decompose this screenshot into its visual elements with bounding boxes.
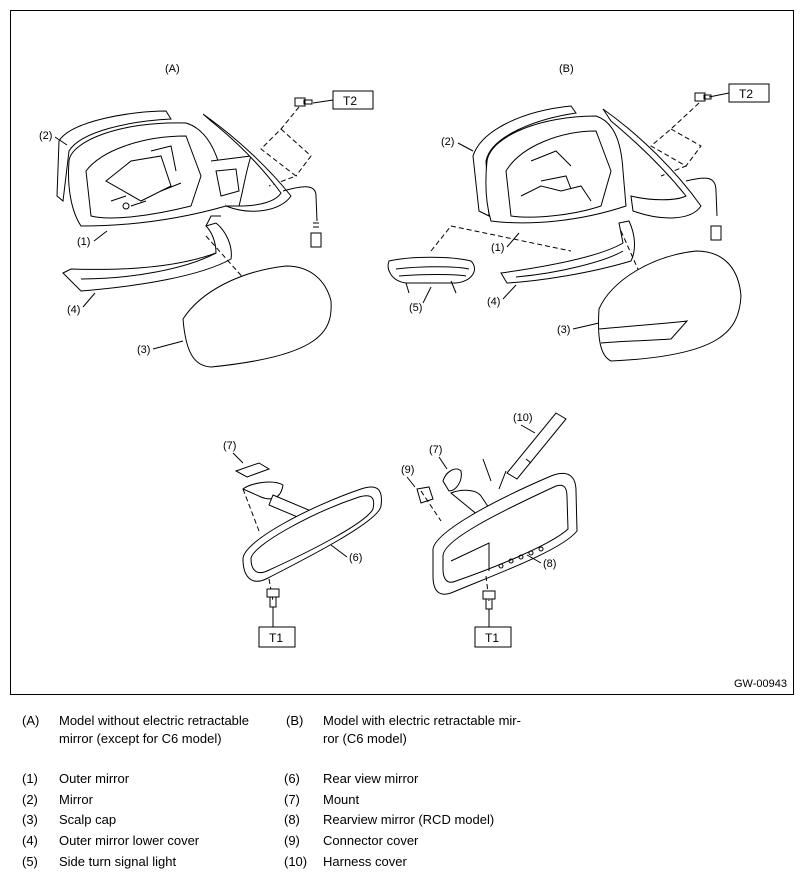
door-trim-triangle-b [602,108,702,219]
outer-mirror-housing-b [485,115,627,224]
lower-cover-b [500,220,635,284]
callout-a1: (1) [77,236,90,248]
torque-box-t1-left: T1 [258,607,296,648]
legend-text: Model with electric retractable mir- [323,713,521,728]
callout-a4: (4) [67,304,80,316]
lower-cover-a [62,222,232,292]
callout-b1: (1) [491,242,504,254]
callout-c7: (7) [223,440,236,452]
callout-b5: (5) [409,302,422,314]
scalp-cap-b [598,250,742,362]
rcd-rearview-mirror [432,472,578,595]
group-label-a: (A) [165,63,180,75]
connector-icon [710,225,722,241]
rear-view-mirror [242,486,382,582]
callout-a3: (3) [137,344,150,356]
callout-b3: (3) [557,324,570,336]
callout-d8: (8) [543,558,556,570]
harness-cover [506,412,567,480]
mount-d [442,468,462,492]
svg-text:T2: T2 [343,94,357,108]
torque-box-t1-right: T1 [474,609,512,648]
bolt-icon [294,97,313,107]
callout-b2: (2) [441,136,454,148]
legend-text: Model without electric retractable [59,713,250,728]
assembly-guide-line [260,106,300,187]
mirror-glass-a [56,110,172,202]
torque-box-t2-b: T2 [708,83,770,103]
callout-d10: (10) [513,412,533,424]
svg-text:T1: T1 [269,631,283,645]
torque-box-t2-a: T2 [312,90,374,110]
figure-id: GW-00943 [734,678,787,690]
screw-icon [266,588,280,608]
scalp-cap-a [182,265,332,368]
outer-mirror-housing-a [68,122,227,227]
exploded-diagram: (A) T2 (2) (1) (4) (3) (B) T2 [10,10,794,695]
svg-text:T2: T2 [739,87,753,101]
mirror-glass-b [472,105,577,217]
diagram-drawing: (A) T2 (2) (1) (4) (3) (B) T2 [39,63,770,648]
callout-c6: (6) [349,552,362,564]
bolt-icon [694,92,712,102]
callout-d9: (9) [401,464,414,476]
legend-key: (B) [286,713,304,728]
side-turn-signal-b [387,256,475,284]
legend-key: (A) [22,713,40,728]
callout-d7: (7) [429,444,442,456]
mount-c [234,462,271,478]
door-trim-triangle-a [202,113,292,212]
callout-b4: (4) [487,296,500,308]
callout-a2: (2) [39,130,52,142]
group-label-b: (B) [559,63,574,75]
harness-wire-a [282,186,318,222]
svg-text:T1: T1 [485,631,499,645]
connector-icon [310,232,322,248]
connector-cover [416,486,434,504]
